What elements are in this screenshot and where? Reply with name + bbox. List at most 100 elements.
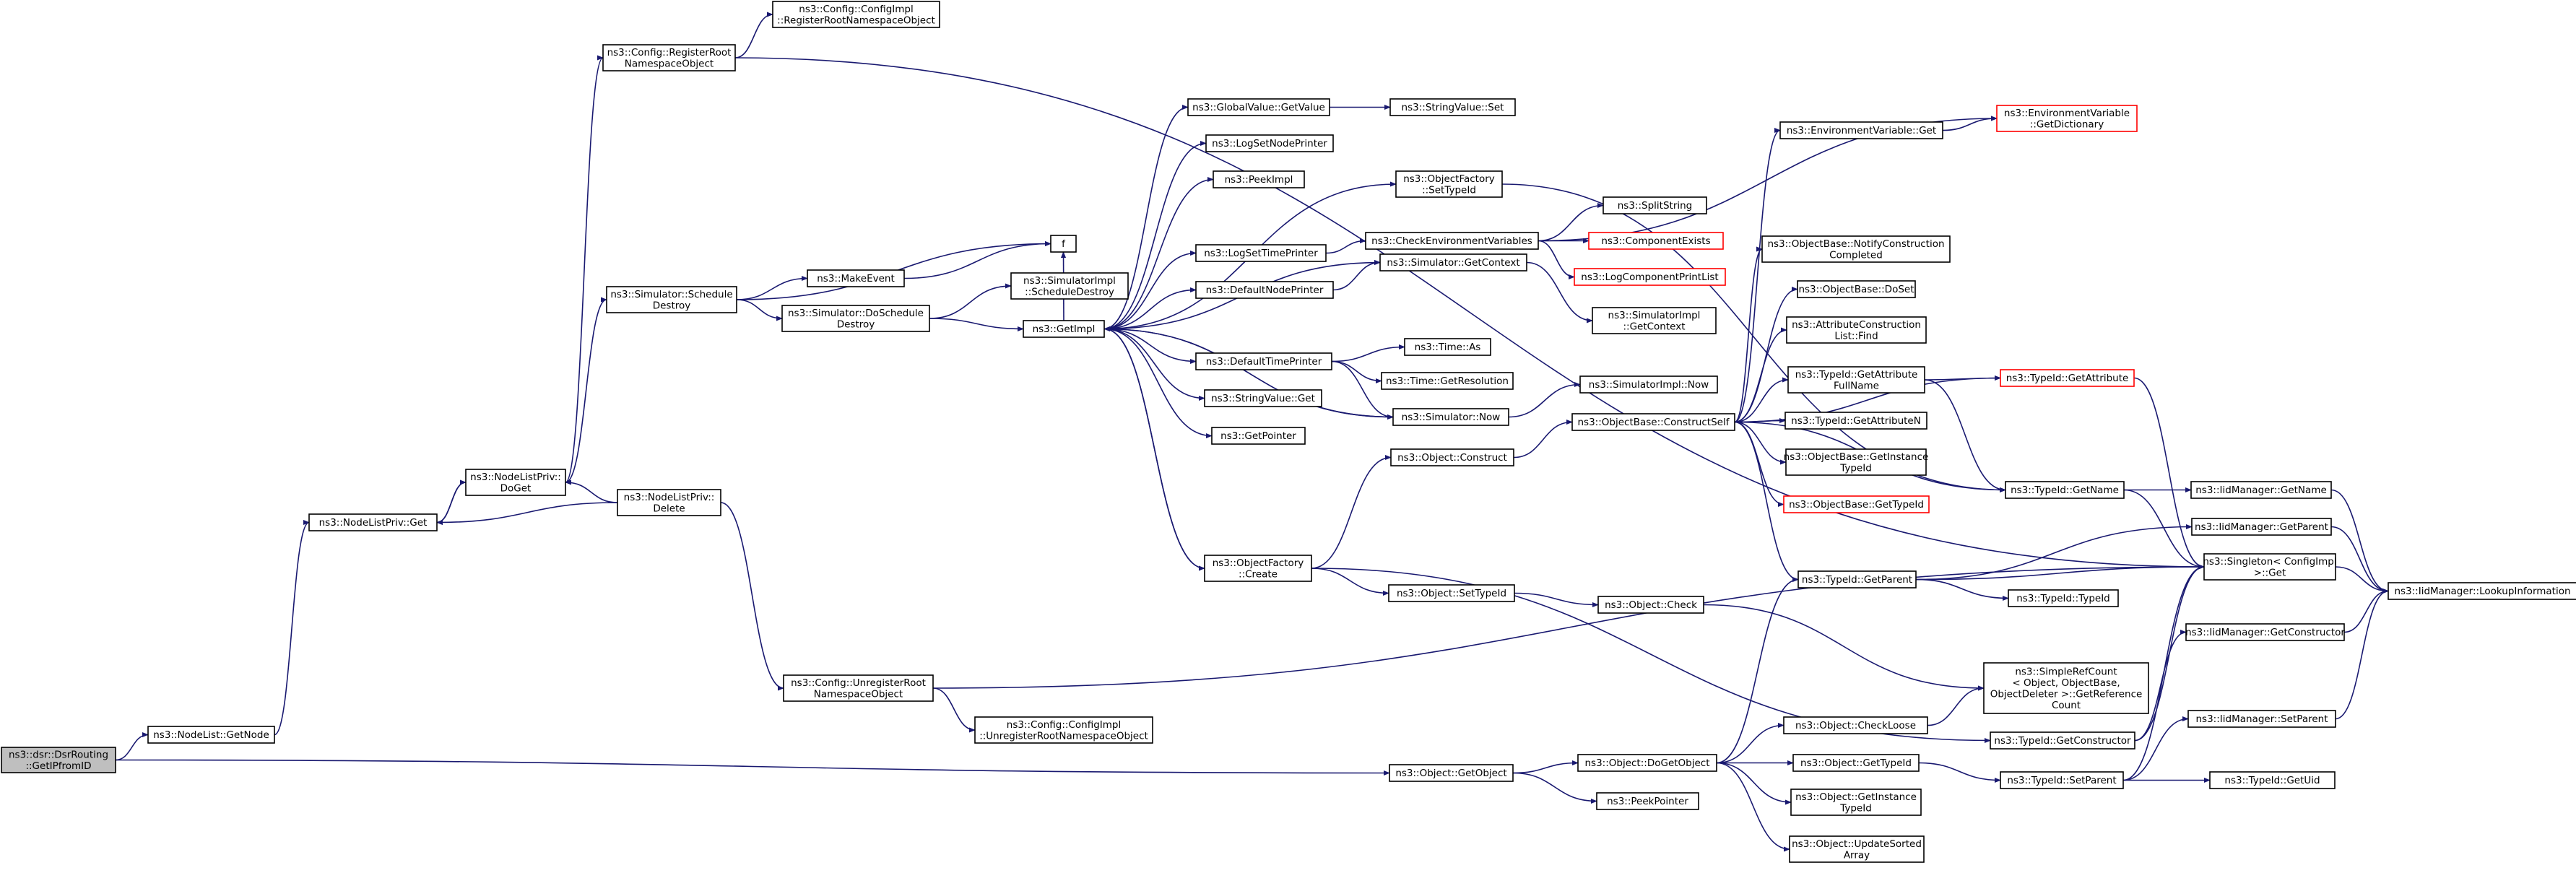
edge-constructself-to-envget — [1734, 128, 1781, 423]
node-tidtid[interactable]: ns3::TypeId::TypeId — [2008, 589, 2119, 607]
node-gvget[interactable]: ns3::GlobalValue::GetValue — [1187, 98, 1330, 116]
node-label: ns3::Simulator::DoSchedule — [788, 308, 924, 319]
edge-iidgetname-to-lookup — [2330, 489, 2389, 594]
node-label: ns3::CheckEnvironmentVariables — [1371, 235, 1532, 247]
edge-tidgetparent-to-iidgetparent — [1915, 524, 2193, 581]
node-dogetobject[interactable]: ns3::Object::DoGetObject — [1577, 754, 1717, 772]
node-getattrn[interactable]: ns3::TypeId::GetAttributeN — [1784, 412, 1927, 430]
node-box — [1365, 232, 1539, 250]
node-objsettid[interactable]: ns3::Object::SetTypeId — [1388, 584, 1515, 602]
edge-defnode-to-simgetctx — [1332, 259, 1381, 291]
node-singleton[interactable]: ns3::Singleton< ConfigImpl >::Get — [2203, 553, 2337, 581]
node-doget[interactable]: ns3::NodeListPriv::DoGet — [465, 469, 566, 496]
node-simimplctx[interactable]: ns3::SimulatorImpl::GetContext — [1592, 307, 1717, 334]
node-timeas[interactable]: ns3::Time::As — [1404, 338, 1491, 356]
node-objcheck[interactable]: ns3::Object::Check — [1597, 596, 1704, 614]
node-lognode[interactable]: ns3::LogSetNodePrinter — [1205, 134, 1334, 152]
node-iidgetparent[interactable]: ns3::IidManager::GetParent — [2191, 518, 2332, 536]
node-logtime[interactable]: ns3::LogSetTimePrinter — [1195, 244, 1327, 262]
node-peekptr[interactable]: ns3::PeekPointer — [1596, 792, 1699, 810]
node-envget[interactable]: ns3::EnvironmentVariable::Get — [1779, 121, 1943, 139]
node-simgetctx[interactable]: ns3::Simulator::GetContext — [1379, 253, 1527, 272]
edge-getnode-to-privget — [274, 519, 310, 736]
node-getattr[interactable]: ns3::TypeId::GetAttribute — [2000, 369, 2135, 387]
edge-pdelete-to-doget — [565, 479, 618, 503]
node-label: List::Find — [1834, 330, 1878, 342]
node-box — [1996, 105, 2138, 132]
node-constructself[interactable]: ns3::ObjectBase::ConstructSelf — [1571, 413, 1735, 431]
node-tidgetparent[interactable]: ns3::TypeId::GetParent — [1797, 570, 1917, 588]
edge-getimpl-to-getptr — [1103, 328, 1213, 439]
node-box — [1990, 731, 2135, 750]
node-svget[interactable]: ns3::StringValue::Get — [1204, 389, 1322, 407]
node-getnode[interactable]: ns3::NodeList::GetNode — [147, 726, 275, 744]
node-envdict[interactable]: ns3::EnvironmentVariable::GetDictionary — [1996, 105, 2138, 132]
node-srcount[interactable]: ns3::SimpleRefCount< Object, ObjectBase,… — [1983, 662, 2149, 714]
node-logcomplist[interactable]: ns3::LogComponentPrintList — [1574, 268, 1726, 286]
node-compexists[interactable]: ns3::ComponentExists — [1588, 232, 1724, 250]
node-tidsetparent[interactable]: ns3::TypeId::SetParent — [2000, 771, 2124, 789]
edge-simnow-to-getimpl — [1103, 326, 1394, 418]
node-iidgetname[interactable]: ns3::IidManager::GetName — [2190, 481, 2332, 499]
node-label: ns3::Object::CheckLoose — [1795, 720, 1916, 731]
node-label: Delete — [653, 503, 685, 514]
edge-cfgunreg-to-singleton — [932, 564, 2205, 689]
node-makeevent[interactable]: ns3::MakeEvent — [807, 269, 905, 287]
node-privget[interactable]: ns3::NodeListPriv::Get — [308, 513, 438, 531]
edge-regroot-to-singleton — [734, 57, 2205, 570]
node-cfgunreg[interactable]: ns3::Config::UnregisterRootNamespaceObje… — [783, 674, 934, 702]
node-label: ns3::ObjectBase::DoSet — [1798, 284, 1914, 295]
node-ofcreate[interactable]: ns3::ObjectFactory::Create — [1204, 555, 1312, 582]
node-label: ns3::LogSetTimePrinter — [1204, 248, 1318, 259]
node-iidgetctor[interactable]: ns3::IidManager::GetConstructor — [2185, 623, 2345, 641]
node-root: ns3::dsr::DsrRouting::GetIPfromID — [1, 747, 116, 773]
node-box — [1588, 232, 1724, 250]
node-implunreg[interactable]: ns3::Config::ConfigImpl::UnregisterRootN… — [974, 716, 1153, 744]
node-obgettid[interactable]: ns3::ObjectBase::GetTypeId — [1783, 495, 1930, 513]
node-pdelete[interactable]: ns3::NodeListPriv::Delete — [617, 489, 721, 516]
node-defnode[interactable]: ns3::DefaultNodePrinter — [1195, 281, 1334, 299]
edge-ofcreate-to-getimpl — [1103, 326, 1205, 569]
node-sched[interactable]: ns3::Simulator::ScheduleDestroy — [606, 286, 737, 313]
node-svset[interactable]: ns3::StringValue::Set — [1389, 98, 1516, 116]
node-checkenv[interactable]: ns3::CheckEnvironmentVariables — [1365, 232, 1539, 250]
node-tidgetuid[interactable]: ns3::TypeId::GetUid — [2209, 771, 2336, 789]
node-implreg[interactable]: ns3::Config::ConfigImpl::RegisterRootNam… — [772, 1, 940, 28]
edge-singleton-to-lookup — [2335, 566, 2389, 594]
node-objgettid[interactable]: ns3::Object::GetTypeId — [1792, 754, 1920, 772]
node-splitstr[interactable]: ns3::SplitString — [1603, 196, 1707, 214]
node-doset[interactable]: ns3::ObjectBase::DoSet — [1797, 280, 1916, 298]
node-f[interactable]: f — [1050, 235, 1077, 253]
node-regroot[interactable]: ns3::Config::RegisterRootNamespaceObject — [602, 44, 736, 71]
node-notifycc[interactable]: ns3::ObjectBase::NotifyConstructionCompl… — [1761, 235, 1951, 263]
node-label: >::Get — [2254, 567, 2286, 578]
node-box — [807, 269, 905, 287]
node-box — [1379, 253, 1527, 272]
node-lookup[interactable]: ns3::IidManager::LookupInformation — [2388, 582, 2576, 600]
node-tidgetctor[interactable]: ns3::TypeId::GetConstructor — [1990, 731, 2135, 750]
edge-ofcreate-to-objsettid — [1311, 568, 1389, 596]
node-timeres[interactable]: ns3::Time::GetResolution — [1381, 372, 1514, 390]
node-label: ns3::SimulatorImpl — [1023, 275, 1116, 287]
node-checkloose[interactable]: ns3::Object::CheckLoose — [1783, 716, 1928, 734]
node-simimplnow[interactable]: ns3::SimulatorImpl::Now — [1579, 375, 1718, 394]
node-simnow[interactable]: ns3::Simulator::Now — [1392, 408, 1509, 426]
node-ofsettid[interactable]: ns3::ObjectFactory::SetTypeId — [1395, 170, 1503, 198]
node-iidsetparent[interactable]: ns3::IidManager::SetParent — [2187, 710, 2336, 728]
node-simimplsched[interactable]: ns3::SimulatorImpl::ScheduleDestroy — [1010, 272, 1129, 300]
node-getimpl[interactable]: ns3::GetImpl — [1023, 320, 1105, 338]
node-deftime[interactable]: ns3::DefaultTimePrinter — [1195, 352, 1332, 370]
node-label: ns3::DefaultNodePrinter — [1206, 285, 1324, 296]
node-getptr[interactable]: ns3::GetPointer — [1211, 427, 1306, 445]
node-tidgetname[interactable]: ns3::TypeId::GetName — [2005, 481, 2125, 499]
node-getobject[interactable]: ns3::Object::GetObject — [1389, 764, 1514, 782]
node-objconstruct[interactable]: ns3::Object::Construct — [1390, 448, 1514, 466]
node-label: DoGet — [500, 482, 532, 494]
node-peekimpl[interactable]: ns3::PeekImpl — [1213, 170, 1305, 188]
